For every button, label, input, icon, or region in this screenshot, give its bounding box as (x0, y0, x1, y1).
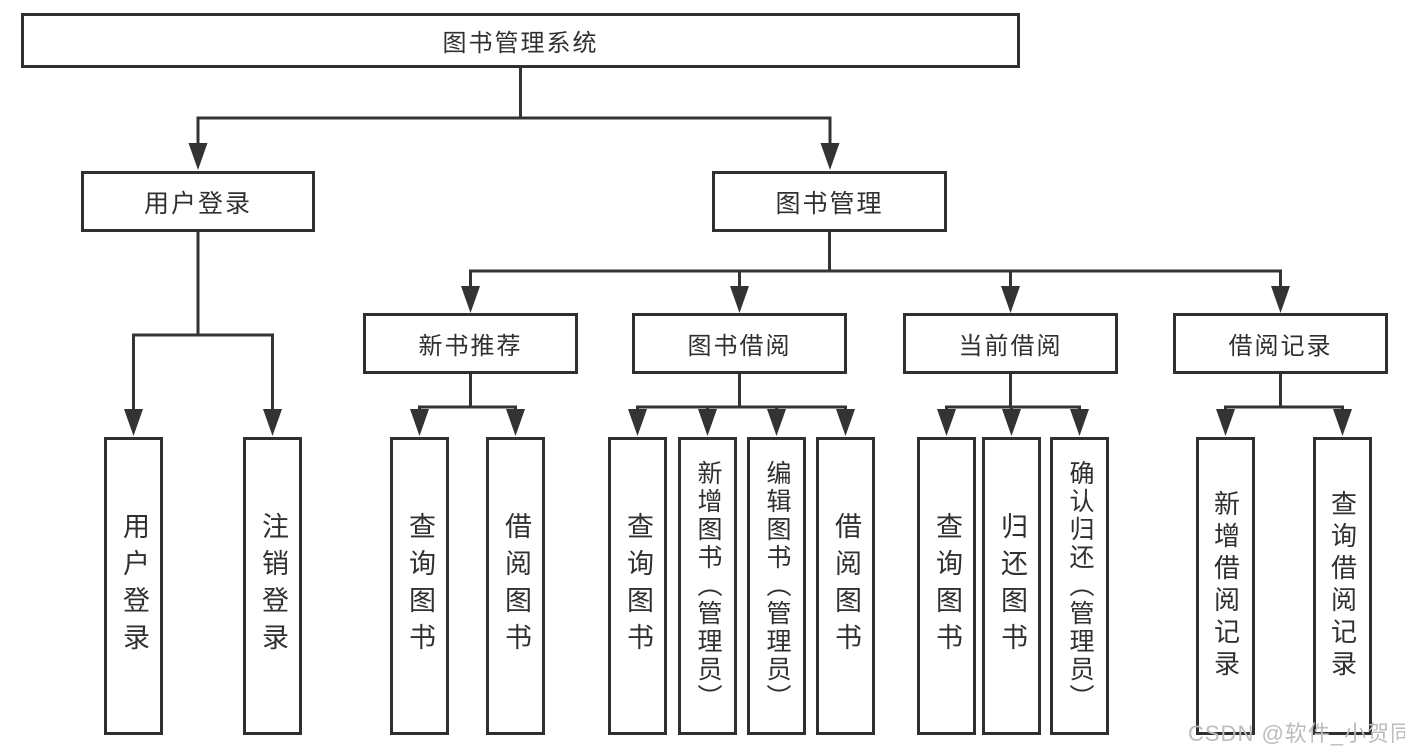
leaf-records-query-record-label: 查询借阅记录 (1327, 490, 1358, 682)
node-new-book-recommend-label: 新书推荐 (418, 333, 523, 360)
node-root: 图书管理系统 (21, 13, 1020, 68)
leaf-current-query-books-label: 查询图书 (932, 512, 962, 660)
leaf-records-add-record: 新增借阅记录 (1196, 437, 1255, 735)
leaf-user-login: 用户登录 (104, 437, 163, 735)
leaf-current-confirm-return-admin-label: 确认归还（管理员） (1066, 460, 1094, 712)
arrowheads (124, 143, 1352, 436)
node-borrowing-records-label: 借阅记录 (1228, 333, 1333, 360)
leaf-borrow-add-books-admin-label: 新增图书（管理员） (694, 460, 722, 712)
leaf-new-borrow-books-label: 借阅图书 (501, 512, 531, 660)
leaf-user-login-label: 用户登录 (119, 512, 149, 660)
node-user-login-label: 用户登录 (143, 189, 252, 218)
leaf-borrow-add-books-admin: 新增图书（管理员） (678, 437, 737, 735)
leaf-logout: 注销登录 (243, 437, 302, 735)
leaf-borrow-borrow-books-label: 借阅图书 (831, 512, 861, 660)
csdn-watermark: CSDN @软件_小贺同学 (1188, 721, 1405, 746)
node-book-management-label: 图书管理 (775, 189, 884, 218)
node-book-borrowing-label: 图书借阅 (687, 333, 792, 360)
node-borrowing-records: 借阅记录 (1173, 313, 1388, 374)
node-user-login: 用户登录 (81, 171, 315, 232)
node-book-management: 图书管理 (712, 171, 947, 232)
node-current-borrowing: 当前借阅 (903, 313, 1118, 374)
leaf-records-query-record: 查询借阅记录 (1313, 437, 1372, 735)
leaf-borrow-edit-books-admin: 编辑图书（管理员） (747, 437, 806, 735)
leaf-borrow-query-books: 查询图书 (608, 437, 667, 735)
leaf-new-borrow-books: 借阅图书 (486, 437, 545, 735)
leaf-new-query-books: 查询图书 (390, 437, 449, 735)
leaf-new-query-books-label: 查询图书 (405, 512, 435, 660)
leaf-borrow-borrow-books: 借阅图书 (816, 437, 875, 735)
leaf-logout-label: 注销登录 (258, 512, 288, 660)
leaf-current-query-books: 查询图书 (917, 437, 976, 735)
node-book-borrowing: 图书借阅 (632, 313, 847, 374)
leaf-records-add-record-label: 新增借阅记录 (1210, 490, 1241, 682)
node-new-book-recommend: 新书推荐 (363, 313, 578, 374)
leaf-current-return-books-label: 归还图书 (997, 512, 1027, 660)
node-root-label: 图书管理系统 (442, 30, 599, 57)
leaf-borrow-query-books-label: 查询图书 (623, 512, 653, 660)
leaf-current-confirm-return-admin: 确认归还（管理员） (1050, 437, 1109, 735)
leaf-current-return-books: 归还图书 (982, 437, 1041, 735)
leaf-borrow-edit-books-admin-label: 编辑图书（管理员） (763, 460, 791, 712)
node-current-borrowing-label: 当前借阅 (958, 333, 1063, 360)
